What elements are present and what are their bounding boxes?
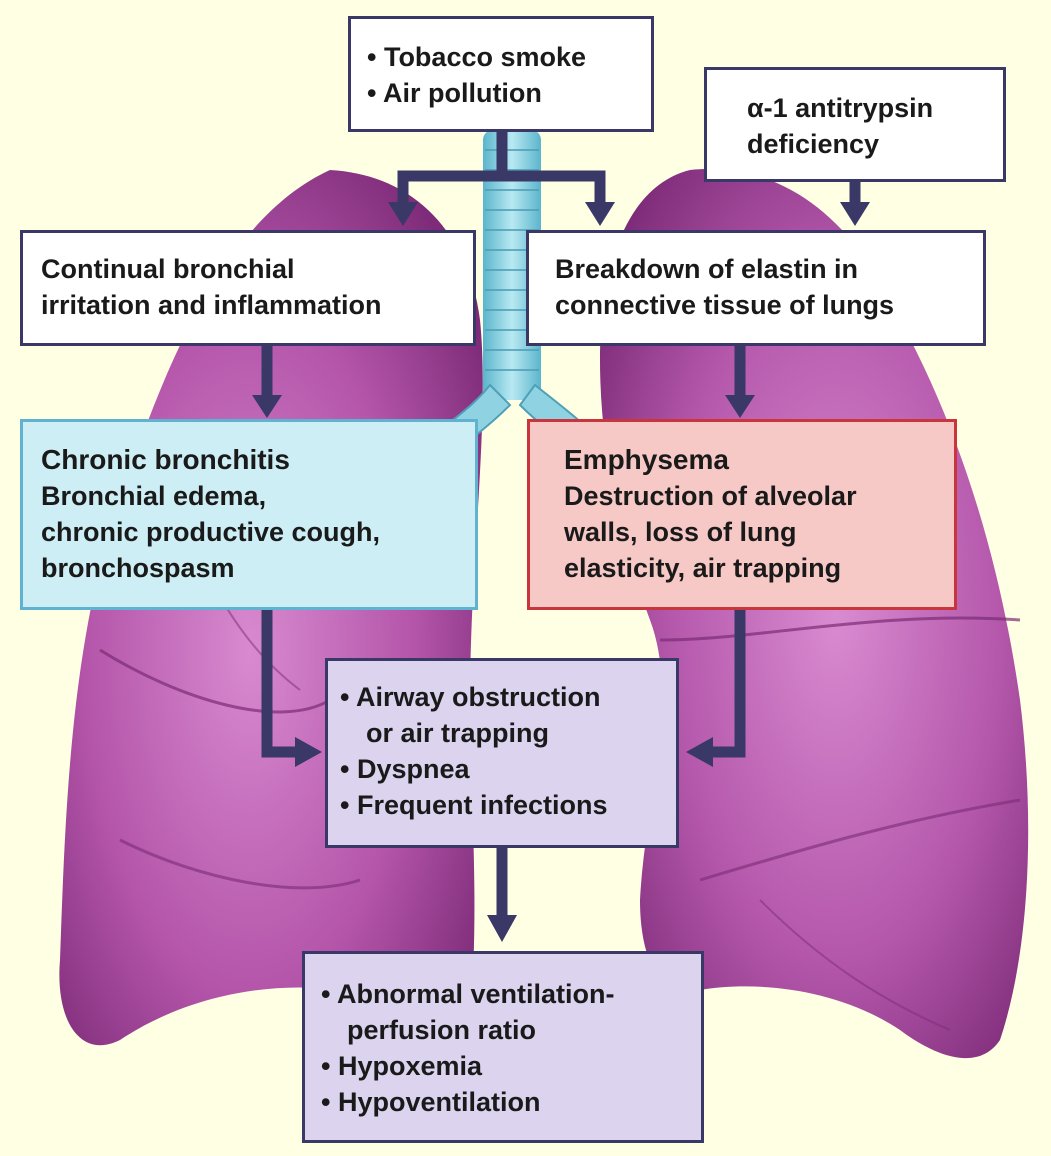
outcome-vq-ratio: • Abnormal ventilation-	[321, 976, 701, 1012]
bronchitis-line-3: bronchospasm	[41, 550, 475, 586]
elastin-line-2: connective tissue of lungs	[555, 287, 983, 323]
effect-airway-obstruction: • Airway obstruction	[340, 679, 676, 715]
causes-box: • Tobacco smoke • Air pollution	[348, 16, 654, 132]
antitrypsin-line-1: α-1 antitrypsin	[747, 90, 1003, 126]
emphysema-box: Emphysema Destruction of alveolar walls,…	[527, 419, 957, 610]
irritation-line-1: Continual bronchial	[41, 251, 473, 287]
effects-box: • Airway obstruction or air trapping • D…	[325, 658, 679, 848]
outcome-hypoxemia: • Hypoxemia	[321, 1048, 701, 1084]
cause-tobacco: • Tobacco smoke	[367, 39, 651, 75]
irritation-box: Continual bronchial irritation and infla…	[20, 230, 476, 346]
bronchitis-title: Chronic bronchitis	[41, 442, 475, 478]
outcome-hypoventilation: • Hypoventilation	[321, 1084, 701, 1120]
effect-air-trapping: or air trapping	[340, 715, 676, 751]
elastin-box: Breakdown of elastin in connective tissu…	[526, 230, 986, 346]
bronchitis-line-1: Bronchial edema,	[41, 478, 475, 514]
emphysema-title: Emphysema	[564, 442, 954, 478]
irritation-line-2: irritation and inflammation	[41, 287, 473, 323]
effect-infections: • Frequent infections	[340, 787, 676, 823]
chronic-bronchitis-box: Chronic bronchitis Bronchial edema, chro…	[20, 419, 478, 610]
emphysema-line-3: elasticity, air trapping	[564, 550, 954, 586]
outcome-perfusion-ratio: perfusion ratio	[321, 1012, 701, 1048]
outcomes-box: • Abnormal ventilation- perfusion ratio …	[302, 951, 704, 1143]
effect-dyspnea: • Dyspnea	[340, 751, 676, 787]
cause-pollution: • Air pollution	[367, 75, 651, 111]
bronchitis-line-2: chronic productive cough,	[41, 514, 475, 550]
antitrypsin-line-2: deficiency	[747, 126, 1003, 162]
elastin-line-1: Breakdown of elastin in	[555, 251, 983, 287]
emphysema-line-2: walls, loss of lung	[564, 514, 954, 550]
antitrypsin-box: α-1 antitrypsin deficiency	[704, 67, 1006, 182]
emphysema-line-1: Destruction of alveolar	[564, 478, 954, 514]
